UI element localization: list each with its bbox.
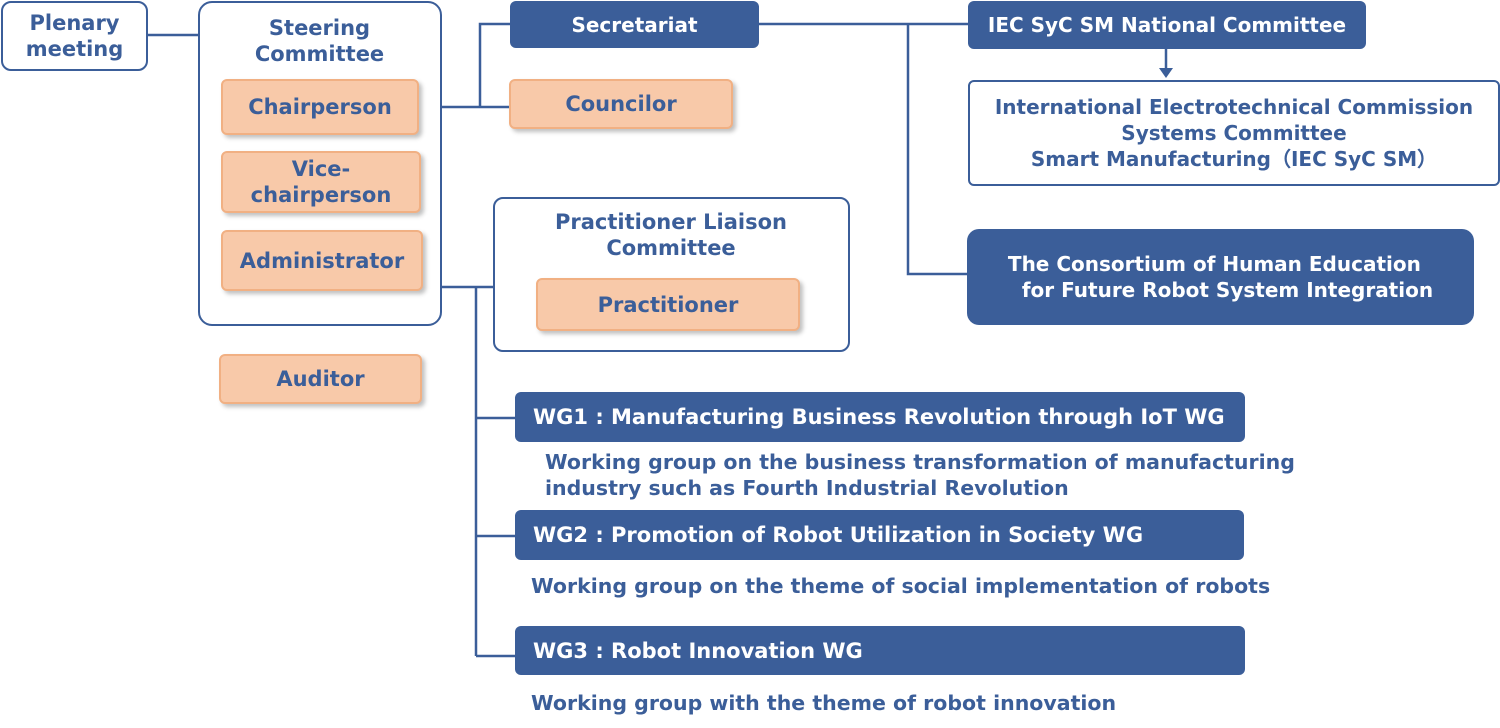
iec-syc-sm-box: International Electrotechnical Commissio… [968, 80, 1500, 186]
iec-national-committee-box: IEC SyC SM National Committee [968, 1, 1366, 49]
wg2-description: Working group on the theme of social imp… [531, 574, 1271, 598]
chairperson-box: Chairperson [221, 79, 419, 135]
consortium-box: The Consortium of Human Education for Fu… [967, 229, 1474, 325]
wg1-box: WG1 : Manufacturing Business Revolution … [515, 392, 1245, 442]
plenary-meeting-box: Plenary meeting [1, 1, 148, 71]
plenary-meeting-label: Plenary meeting [25, 11, 124, 61]
secretariat-box: Secretariat [510, 1, 759, 48]
auditor-box: Auditor [219, 354, 422, 404]
vice-chairperson-label: Vice- chairperson [250, 157, 392, 207]
practitioner-label: Practitioner [597, 292, 739, 317]
wg2-box: WG2 : Promotion of Robot Utilization in … [515, 510, 1244, 560]
wg1-description: Working group on the business transforma… [545, 450, 1295, 500]
secretariat-label: Secretariat [571, 12, 698, 37]
auditor-label: Auditor [276, 367, 365, 391]
practitioner-box: Practitioner [536, 278, 800, 331]
vice-chairperson-box: Vice- chairperson [221, 151, 421, 213]
administrator-label: Administrator [239, 248, 405, 273]
steering-committee-title: Steering Committee [254, 16, 385, 66]
iec-national-committee-label: IEC SyC SM National Committee [987, 13, 1347, 37]
councilor-label: Councilor [565, 92, 677, 116]
wg2-label: WG2 : Promotion of Robot Utilization in … [533, 523, 1144, 547]
wg3-box: WG3 : Robot Innovation WG [515, 626, 1245, 675]
chairperson-label: Chairperson [248, 95, 392, 119]
wg3-label: WG3 : Robot Innovation WG [533, 638, 863, 663]
administrator-box: Administrator [221, 230, 423, 291]
wg3-description: Working group with the theme of robot in… [531, 691, 1117, 715]
councilor-box: Councilor [509, 79, 733, 129]
practitioner-liaison-committee-title: Practitioner Liaison Committee [555, 210, 787, 260]
wg1-label: WG1 : Manufacturing Business Revolution … [533, 405, 1225, 429]
consortium-label: The Consortium of Human Education for Fu… [1007, 252, 1434, 302]
iec-syc-sm-label: International Electrotechnical Commissio… [994, 95, 1474, 171]
